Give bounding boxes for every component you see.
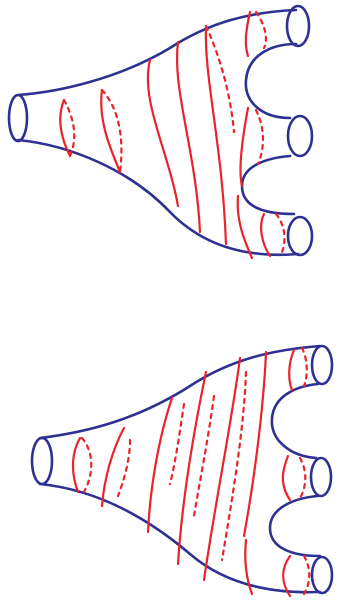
lower-notch-2 — [270, 496, 320, 556]
upper-boundary-circle-left — [9, 95, 27, 141]
upper-boundary-circle-top-right — [287, 6, 309, 46]
lower-curve-8-back — [300, 458, 305, 498]
lower-curve-5 — [204, 358, 240, 580]
lower-curve-1-back — [82, 438, 91, 492]
upper-boundary-circle-middle-right — [288, 116, 312, 156]
upper-curve-2 — [101, 90, 120, 172]
lower-curve-6 — [244, 352, 266, 536]
lower-curve-3 — [148, 398, 172, 532]
lower-boundary-circle-bottom-right — [312, 557, 332, 593]
upper-curve-9-back — [276, 214, 284, 252]
upper-pants-surface — [9, 6, 312, 258]
upper-curve-5-back — [206, 26, 234, 132]
lower-notch-1 — [272, 384, 318, 458]
lower-curve-2-back — [118, 440, 130, 496]
lower-curve-1 — [73, 438, 80, 492]
lower-curve-7 — [289, 350, 294, 390]
upper-curve-9 — [261, 214, 270, 256]
upper-top-edge — [18, 10, 296, 95]
upper-outline — [9, 6, 312, 255]
lower-curve-8 — [283, 456, 290, 500]
upper-curve-4 — [177, 42, 200, 232]
upper-curve-6-back — [256, 12, 266, 48]
upper-curve-5 — [206, 26, 226, 244]
upper-boundary-circle-bottom-right — [288, 217, 312, 255]
lower-outline — [32, 346, 332, 593]
lower-pants-surface — [32, 346, 332, 596]
upper-notch-1 — [246, 44, 296, 118]
lower-boundary-circle-top-right — [312, 346, 332, 384]
upper-red-curves — [60, 12, 284, 258]
upper-notch-2 — [242, 156, 294, 214]
lower-curve-3-back — [170, 404, 184, 484]
upper-curve-3 — [148, 60, 178, 206]
lower-curve-7-back — [302, 348, 307, 386]
upper-curve-8 — [238, 196, 252, 258]
lower-boundary-circle-middle-right — [311, 458, 331, 496]
upper-curve-6 — [246, 12, 250, 56]
upper-curve-7-back — [256, 110, 263, 164]
lower-curve-2 — [102, 428, 124, 506]
upper-bottom-edge — [18, 140, 298, 255]
lower-boundary-circle-left — [32, 438, 52, 484]
lower-curve-10-back — [304, 556, 309, 594]
